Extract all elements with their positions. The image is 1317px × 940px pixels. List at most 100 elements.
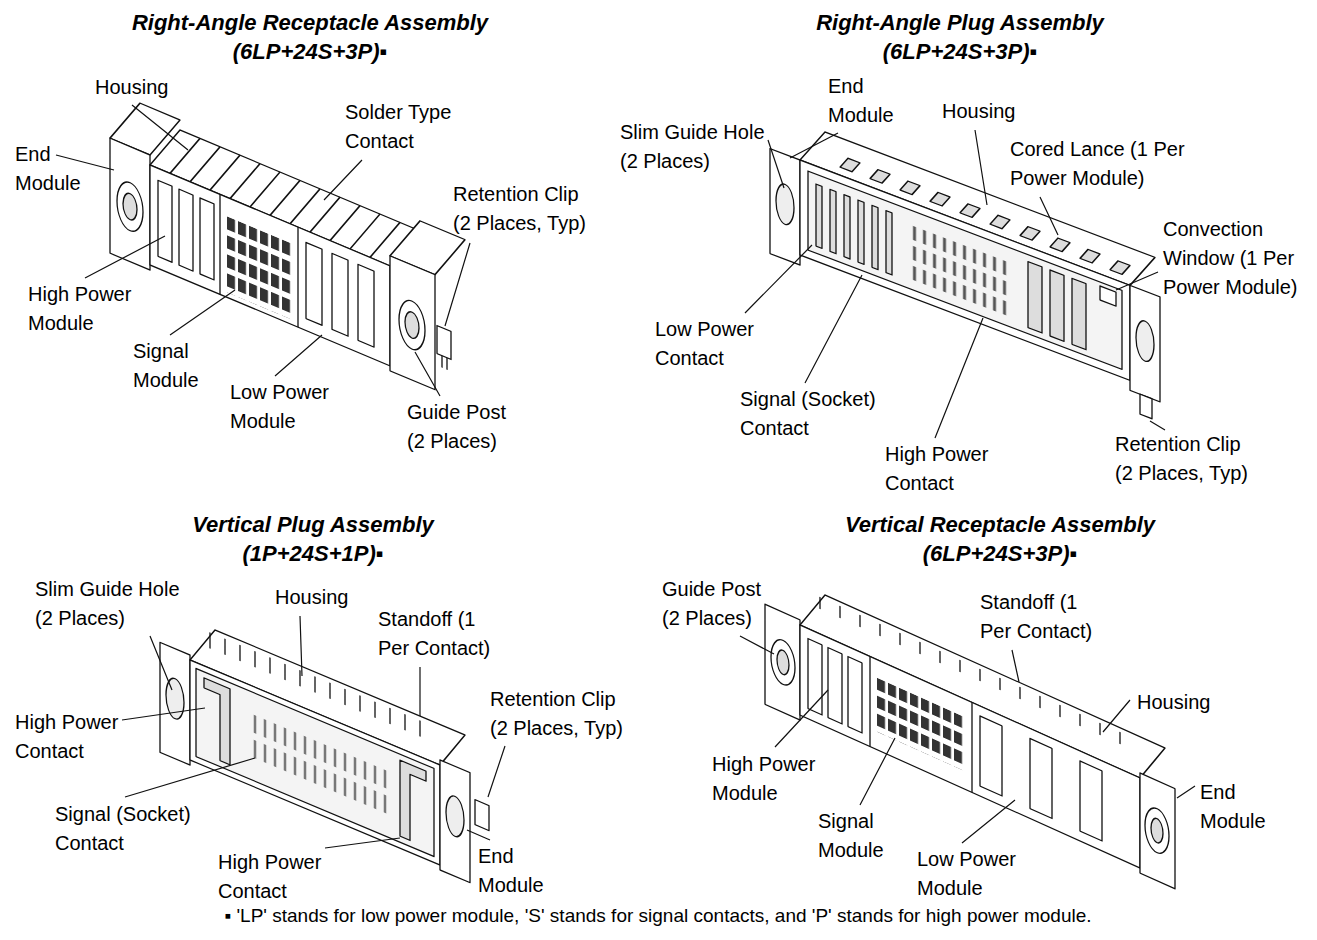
right-angle-receptacle [200, 198, 214, 280]
part-label: High Power Module [28, 280, 146, 338]
vertical-receptacle [1140, 773, 1175, 889]
part-label: Housing [95, 73, 168, 102]
vertical-plug [400, 760, 426, 847]
part-label: Slim Guide Hole (2 Places) [620, 118, 780, 176]
part-label: Standoff (1 Per Contact) [980, 588, 1098, 646]
right-angle-plug [816, 184, 822, 248]
vertical-plug [446, 793, 464, 841]
right-angle-plug [910, 222, 1010, 320]
right-angle-plug [1072, 278, 1086, 349]
module-count: (1P+24S+1P)▪ [73, 539, 553, 568]
right-angle-receptacle [227, 216, 293, 320]
right-angle-receptacle [179, 189, 193, 271]
vertical-receptacle [828, 648, 842, 724]
part-label: Low Power Contact [655, 315, 765, 373]
right-angle-plug [886, 211, 892, 275]
part-label: Slim Guide Hole (2 Places) [35, 575, 195, 633]
module-count: (6LP+24S+3P)▪ [70, 37, 550, 66]
assembly-title: Vertical Receptacle Assembly [760, 510, 1240, 539]
right-angle-receptacle [150, 165, 390, 366]
part-label: Guide Post (2 Places) [662, 575, 774, 633]
footnote-caption: ▪ 'LP' stands for low power module, 'S' … [224, 903, 1091, 929]
assembly-title: Vertical Plug Assembly [73, 510, 553, 539]
right-angle-plug [858, 200, 864, 264]
vertical-receptacle [771, 635, 795, 690]
assembly-title: Right-Angle Receptacle Assembly [70, 8, 550, 37]
part-label: High Power Contact [15, 708, 127, 766]
vertical-receptacle [1151, 816, 1163, 845]
part-label: Signal Module [133, 337, 213, 395]
right-angle-receptacle [117, 177, 143, 236]
part-label: Cored Lance (1 Per Power Module) [1010, 135, 1205, 193]
right-angle-plug [1140, 394, 1152, 419]
right-angle-plug [1136, 318, 1154, 365]
right-angle-receptacle [437, 326, 451, 360]
right-angle-plug [808, 171, 1122, 369]
part-label: Standoff (1 Per Contact) [378, 605, 496, 663]
vertical-plug [440, 760, 470, 883]
part-label: Retention Clip (2 Places, Typ) [490, 685, 631, 743]
vertical-receptacle [765, 568, 1175, 889]
right-angle-receptacle [220, 194, 298, 327]
part-label: Retention Clip (2 Places, Typ) [453, 180, 594, 238]
right-angle-plug [776, 181, 794, 228]
right-angle-plug [1050, 270, 1064, 341]
right-angle-receptacle [390, 256, 435, 390]
vertical-receptacle [1145, 803, 1169, 858]
vertical-plug [196, 669, 434, 857]
part-label: End Module [15, 140, 87, 198]
vertical-receptacle [980, 716, 1002, 796]
part-label: Low Power Module [230, 378, 348, 436]
part-label: Signal Module [818, 807, 898, 865]
module-count: (6LP+24S+3P)▪ [760, 539, 1240, 568]
part-label: Low Power Module [917, 845, 1035, 903]
right-angle-plug [872, 205, 878, 269]
illustrations [110, 91, 1175, 891]
right-angle-receptacle [358, 264, 374, 347]
part-label: Housing [1137, 688, 1210, 717]
right-angle-receptacle [442, 356, 447, 370]
part-label: Convection Window (1 Per Power Module) [1163, 215, 1308, 302]
right-angle-receptacle [306, 243, 322, 326]
right-angle-plug [830, 189, 836, 253]
vertical-plug [250, 710, 390, 819]
part-label: Guide Post (2 Places) [407, 398, 519, 456]
part-label: Housing [942, 97, 1015, 126]
part-label: High Power Contact [885, 440, 997, 498]
part-label: Housing [275, 583, 348, 612]
right-angle-plug [770, 149, 800, 265]
vertical-receptacle [765, 604, 800, 720]
right-angle-plug [1130, 285, 1160, 401]
part-label: High Power Contact [218, 848, 330, 906]
right-angle-receptacle [123, 191, 137, 223]
vertical-plug [190, 660, 440, 865]
vertical-receptacle [777, 648, 789, 677]
right-angle-plug [800, 160, 1130, 380]
vertical-receptacle [848, 657, 862, 733]
vertical-plug [204, 678, 230, 765]
module-count: (6LP+24S+3P)▪ [720, 37, 1200, 66]
part-label: End Module [1200, 778, 1272, 836]
part-label: End Module [828, 72, 900, 130]
right-angle-receptacle [405, 309, 419, 341]
part-label: Signal (Socket) Contact [55, 800, 200, 858]
right-angle-receptacle [110, 138, 150, 270]
right-angle-receptacle [158, 180, 172, 262]
part-label: Signal (Socket) Contact [740, 385, 885, 443]
vertical-receptacle [1080, 761, 1102, 841]
part-label: End Module [478, 842, 550, 900]
assembly-title: Right-Angle Plug Assembly [720, 8, 1200, 37]
vertical-receptacle [1030, 739, 1052, 819]
right-angle-plug [1028, 262, 1042, 333]
right-angle-receptacle [399, 296, 425, 355]
vertical-plug [160, 642, 190, 765]
part-label: Retention Clip (2 Places, Typ) [1115, 430, 1256, 488]
right-angle-receptacle [332, 253, 348, 336]
vertical-plug [475, 800, 489, 831]
vertical-receptacle [800, 625, 1140, 868]
right-angle-plug [844, 195, 850, 259]
part-label: High Power Module [712, 750, 830, 808]
vertical-receptacle [870, 657, 972, 793]
right-angle-plug [1100, 286, 1116, 306]
